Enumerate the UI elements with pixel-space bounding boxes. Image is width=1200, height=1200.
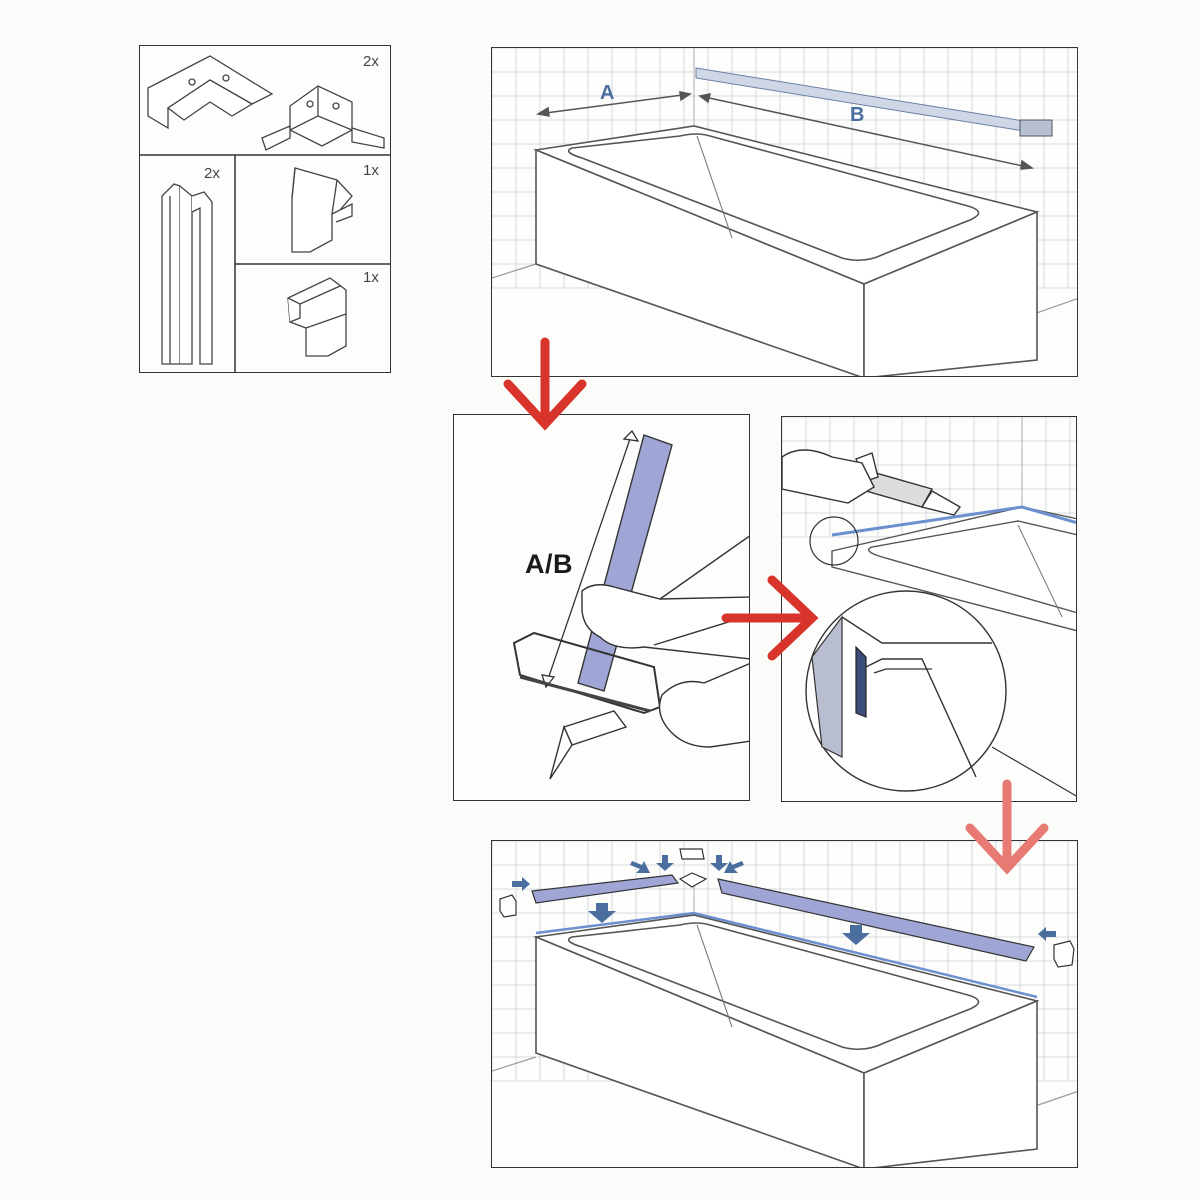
outer-corner-piece-icon <box>261 85 385 151</box>
measure-drawing <box>492 48 1077 376</box>
measure-panel: A B <box>491 47 1078 377</box>
end-cap-left-quantity: 1x <box>363 162 379 179</box>
cut-piece-icon <box>549 710 628 780</box>
end-cap-right-icon <box>287 277 347 357</box>
parts-drawing <box>140 55 390 372</box>
dimension-b-line <box>698 93 1035 170</box>
dimension-a-line <box>535 91 692 117</box>
bathtub-icon <box>831 506 1076 632</box>
measuring-tape-icon <box>695 67 1053 137</box>
caulk-gun-icon <box>782 449 962 516</box>
assembly-arrows <box>512 855 1056 945</box>
seal-drawing <box>782 417 1076 797</box>
detail-zoom-view <box>805 590 1007 792</box>
profile-strip-left <box>531 874 680 904</box>
profile-strip-being-cut <box>577 434 673 692</box>
dimension-a-label: A <box>600 82 615 104</box>
inner-corner-piece-icon <box>147 55 274 130</box>
parts-panel: 2x 2x 1x 1x <box>139 45 391 373</box>
hand-icon <box>581 535 749 748</box>
bathtub-icon <box>532 914 1040 1167</box>
detail-source-circle <box>809 516 859 566</box>
dimension-b-label: B <box>850 104 865 126</box>
sealant-bead <box>535 911 1038 999</box>
end-cap-left-icon <box>291 167 353 253</box>
profile-strips-quantity: 2x <box>204 165 220 182</box>
corner-piece-icon <box>678 848 708 888</box>
profile-strip-right <box>717 878 1035 962</box>
corner-pieces-quantity: 2x <box>363 53 379 70</box>
assemble-drawing <box>492 841 1077 1167</box>
cut-drawing <box>512 429 749 780</box>
assemble-panel <box>491 840 1078 1168</box>
sealant-bead <box>831 505 1076 537</box>
bathtub-icon <box>533 125 1040 376</box>
cut-length-label: A/B <box>525 549 573 579</box>
end-cap-right-icon <box>1053 940 1075 968</box>
end-cap-right-quantity: 1x <box>363 269 379 286</box>
cut-panel: A/B <box>453 414 750 801</box>
profile-strip-icon <box>161 183 213 365</box>
end-cap-left-icon <box>499 894 517 918</box>
seal-panel <box>781 416 1077 802</box>
